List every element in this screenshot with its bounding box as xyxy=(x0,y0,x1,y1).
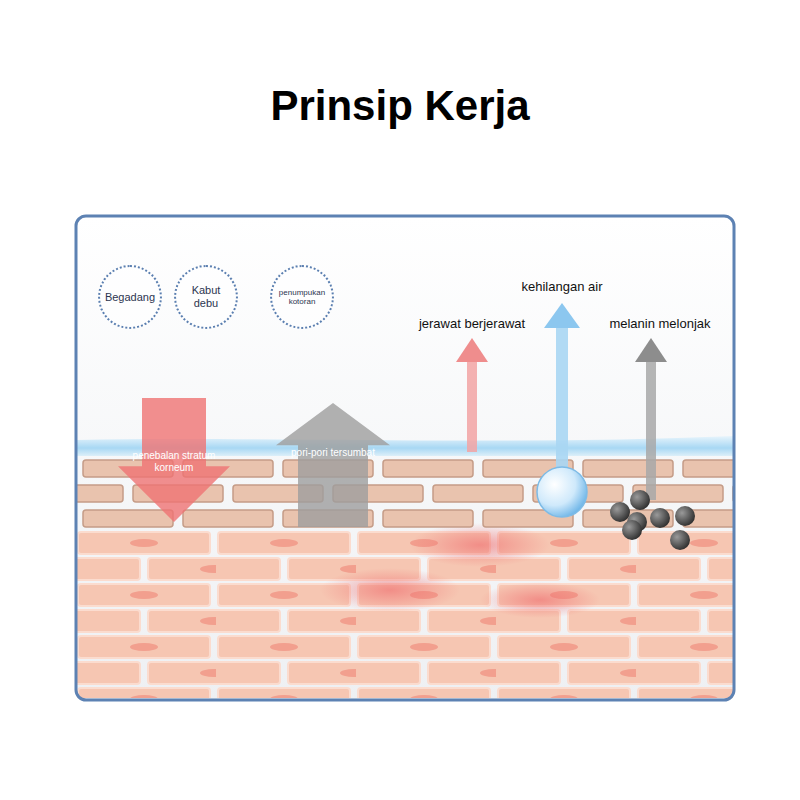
dotted-circle: Kabut debu xyxy=(174,265,238,329)
arrow-caption: jerawat berjerawat xyxy=(419,316,525,331)
arrow-polygon xyxy=(118,398,230,522)
circle-label: Kabut debu xyxy=(178,284,234,309)
circle-label: Begadang xyxy=(105,291,155,304)
arrow-shape: penebalan stratum korneum xyxy=(118,398,230,522)
diagram-title: Prinsip Kerja xyxy=(0,82,800,130)
arrow-label: penebalan stratum korneum xyxy=(118,450,230,474)
arrow-caption: melanin melonjak xyxy=(609,316,710,331)
dotted-circle: penumpukan kotoran xyxy=(270,265,334,329)
arrow-shape: pori-pori tersumbat xyxy=(276,403,390,527)
dotted-circle: Begadang xyxy=(98,265,162,329)
arrow-outline xyxy=(276,403,390,527)
arrow-polygon xyxy=(276,403,390,527)
arrow-caption: kehilangan air xyxy=(522,279,603,294)
arrow-label: pori-pori tersumbat xyxy=(290,447,376,459)
circle-label: penumpukan kotoran xyxy=(274,288,330,306)
